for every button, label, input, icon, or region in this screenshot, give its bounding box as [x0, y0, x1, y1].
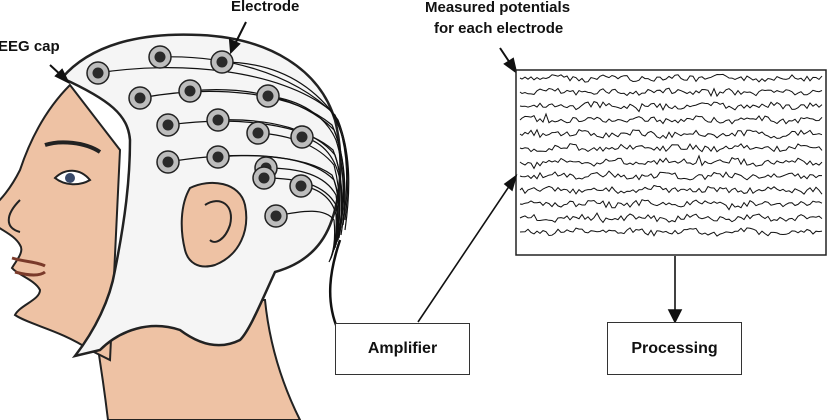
eeg-trace — [519, 199, 823, 211]
electrode-center — [296, 131, 308, 143]
flow-arrows — [417, 173, 683, 324]
electrode-center — [134, 92, 146, 104]
processing-label: Processing — [631, 339, 718, 357]
measured-potentials-label-line1: Measured potentials — [425, 0, 571, 16]
eeg-trace — [519, 212, 823, 224]
eeg-trace — [519, 112, 823, 125]
electrode-center — [258, 172, 270, 184]
eeg-trace — [519, 154, 823, 170]
amplifier-label: Amplifier — [367, 340, 438, 357]
nose — [7, 199, 21, 233]
eeg-trace — [519, 184, 823, 195]
eeg-trace — [519, 87, 823, 98]
eyebrow — [44, 140, 102, 154]
electrode-center — [252, 127, 264, 139]
electrode-center — [270, 210, 282, 222]
electrode-center — [154, 51, 166, 63]
electrode-center — [162, 156, 174, 168]
electrode-center — [295, 180, 307, 192]
label-pointers — [49, 21, 518, 85]
electrode-center — [162, 119, 174, 131]
electrode-center — [184, 85, 196, 97]
processing-box: Processing — [607, 322, 742, 375]
measured-potentials-label-line2: for each electrode — [434, 20, 564, 37]
eye-pupil — [65, 173, 75, 183]
eeg-trace — [519, 143, 823, 153]
ear — [180, 181, 248, 268]
eeg-trace — [519, 227, 823, 237]
ear-inner — [204, 200, 232, 243]
electrode-center — [212, 151, 224, 163]
electrode-center — [262, 90, 274, 102]
electrodes — [86, 45, 314, 228]
eeg-trace — [519, 73, 823, 83]
eeg-trace — [519, 128, 823, 140]
eeg-cap-label: EEG cap — [0, 38, 60, 55]
electrode-center — [212, 114, 224, 126]
eeg-traces — [519, 73, 823, 237]
electrode-label: Electrode — [231, 0, 300, 15]
electrode-center — [216, 56, 228, 68]
eeg-trace — [519, 100, 823, 113]
lips — [11, 256, 46, 277]
amplifier-box: Amplifier — [335, 323, 470, 375]
eeg-trace — [519, 170, 823, 181]
electrode-center — [92, 67, 104, 79]
